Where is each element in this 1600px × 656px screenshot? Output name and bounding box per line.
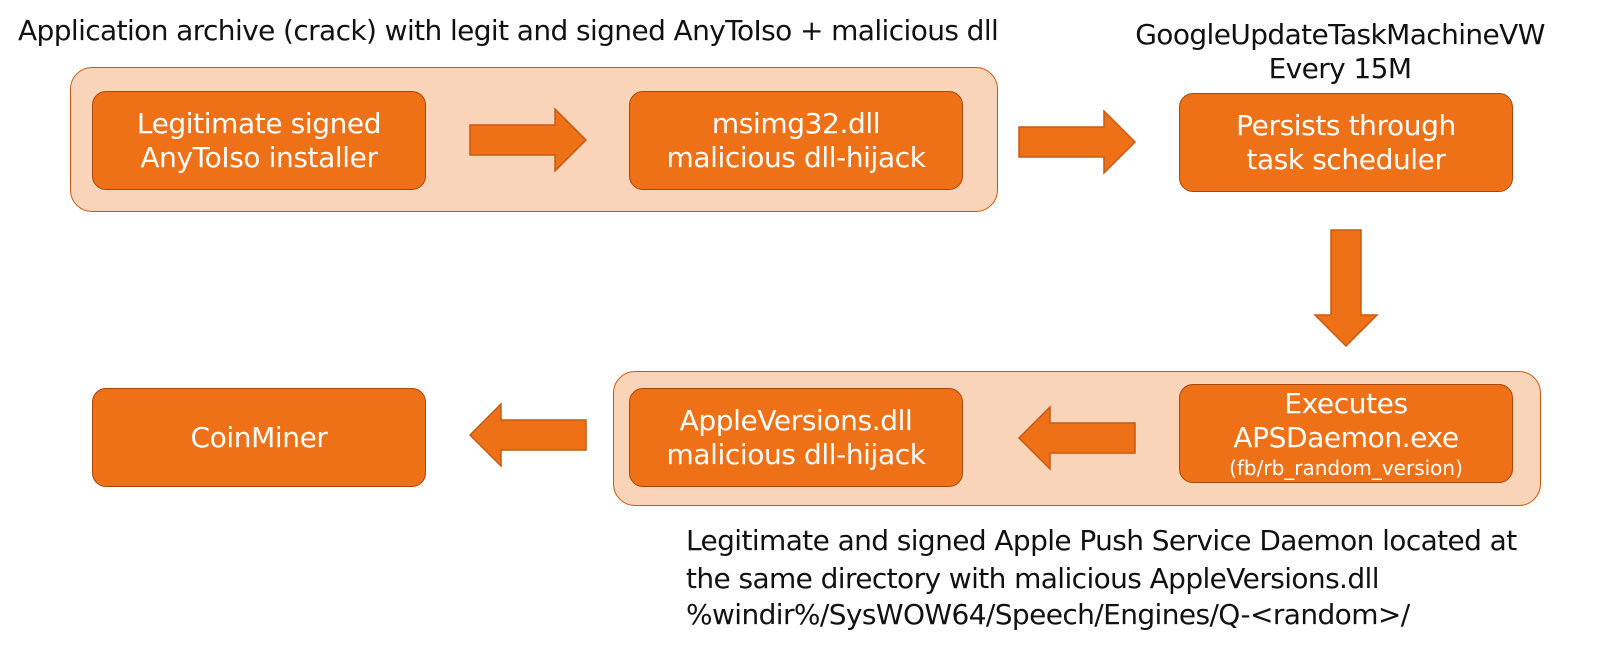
apple-caption-line-2: the same directory with malicious AppleV… xyxy=(686,562,1379,595)
task-name-caption: GoogleUpdateTaskMachineVW xyxy=(1135,18,1545,51)
arrow-appleversions-to-coinminer-icon xyxy=(468,402,587,468)
executes-node-line-3: (fb/rb_random_version) xyxy=(1229,455,1463,480)
task-interval-caption: Every 15M xyxy=(1268,52,1412,85)
installer-node: Legitimate signed AnyToIso installer xyxy=(92,91,426,190)
coinminer-node: CoinMiner xyxy=(92,388,426,487)
msimg-node: msimg32.dll malicious dll-hijack xyxy=(629,91,963,190)
apple-caption-line-1: Legitimate and signed Apple Push Service… xyxy=(686,524,1517,557)
appleversions-node-line-2: malicious dll-hijack xyxy=(666,437,926,471)
appleversions-node-line-1: AppleVersions.dll xyxy=(679,403,913,437)
installer-node-line-2: AnyToIso installer xyxy=(140,140,378,174)
archive-caption: Application archive (crack) with legit a… xyxy=(18,14,999,47)
executes-node-line-2: APSDaemon.exe xyxy=(1233,420,1459,454)
appleversions-node: AppleVersions.dll malicious dll-hijack xyxy=(629,388,963,487)
arrow-msimg-to-persist-icon xyxy=(1018,109,1137,175)
arrow-persist-to-executes-icon xyxy=(1313,229,1379,348)
executes-node-line-1: Executes xyxy=(1284,386,1408,420)
installer-node-line-1: Legitimate signed xyxy=(136,106,382,140)
msimg-node-line-2: malicious dll-hijack xyxy=(666,140,926,174)
executes-node: Executes APSDaemon.exe (fb/rb_random_ver… xyxy=(1179,384,1513,483)
persist-node-line-1: Persists through xyxy=(1236,108,1456,142)
apple-caption-line-3: %windir%/SysWOW64/Speech/Engines/Q-<rand… xyxy=(686,598,1410,631)
arrow-installer-to-msimg-icon xyxy=(469,107,588,173)
coinminer-node-line-1: CoinMiner xyxy=(190,420,328,454)
msimg-node-line-1: msimg32.dll xyxy=(711,106,881,140)
persist-node: Persists through task scheduler xyxy=(1179,93,1513,192)
arrow-executes-to-appleversions-icon xyxy=(1017,405,1136,471)
persist-node-line-2: task scheduler xyxy=(1246,142,1446,176)
